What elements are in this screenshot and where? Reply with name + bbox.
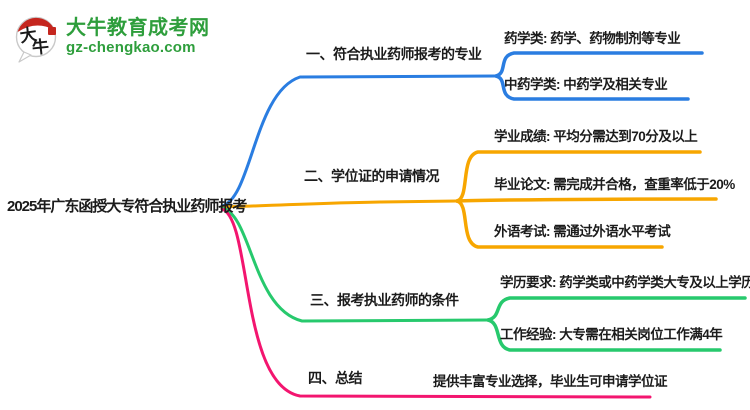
branch3-line bbox=[220, 206, 490, 323]
site-url: gz-chengkao.com bbox=[66, 39, 196, 56]
branch2-child3-underline bbox=[455, 199, 664, 249]
branch2-child3[interactable]: 外语考试: 需通过外语水平考试 bbox=[494, 224, 671, 239]
branch2-label[interactable]: 二、学位证的申请情况 bbox=[304, 168, 440, 184]
branch1-child2-underline bbox=[494, 74, 690, 101]
branch2-line bbox=[220, 199, 459, 209]
branch1-line bbox=[220, 74, 498, 208]
branch2-child2[interactable]: 毕业论文: 需完成并合格，查重率低于20% bbox=[494, 177, 735, 192]
branch1-child2[interactable]: 中药学类: 中药学及相关专业 bbox=[504, 77, 668, 92]
branch2-child2-underline bbox=[455, 197, 718, 203]
site-name: 大牛教育成考网 bbox=[66, 17, 210, 39]
branch1-label[interactable]: 一、符合执业药师报考的专业 bbox=[306, 46, 482, 62]
logo-red-cap bbox=[17, 17, 55, 32]
site-logo: 大 牛 大牛教育成考网 gz-chengkao.com bbox=[12, 10, 210, 66]
branch3-child1-underline bbox=[486, 296, 747, 322]
branch1-child1[interactable]: 药学类: 药学、药物制剂等专业 bbox=[504, 31, 681, 46]
branch3-child2[interactable]: 工作经验: 大专需在相关岗位工作满4年 bbox=[500, 327, 723, 342]
branch2-child1[interactable]: 学业成绩: 平均分需达到70分及以上 bbox=[494, 129, 698, 144]
branch3-child1[interactable]: 学历要求: 药学类或中药学类大专及以上学历 bbox=[500, 275, 750, 290]
branch4-child1[interactable]: 提供丰富专业选择，毕业生可申请学位证 bbox=[433, 374, 668, 389]
branch4-label[interactable]: 四、总结 bbox=[308, 370, 363, 386]
branch4-line bbox=[220, 207, 652, 399]
logo-icon-char1: 大 bbox=[19, 24, 39, 46]
logo-bull-icon: 大 牛 bbox=[15, 16, 57, 63]
root-node[interactable]: 2025年广东函授大专符合执业药师报考 bbox=[7, 198, 247, 215]
branch2-child1-underline bbox=[455, 150, 702, 203]
logo-red-seal bbox=[48, 27, 56, 35]
logo-icon-char2: 牛 bbox=[31, 36, 50, 58]
branch3-label[interactable]: 三、报考执业药师的条件 bbox=[310, 292, 459, 308]
branch3-child2-underline bbox=[486, 318, 722, 352]
branch1-child1-underline bbox=[494, 51, 704, 78]
